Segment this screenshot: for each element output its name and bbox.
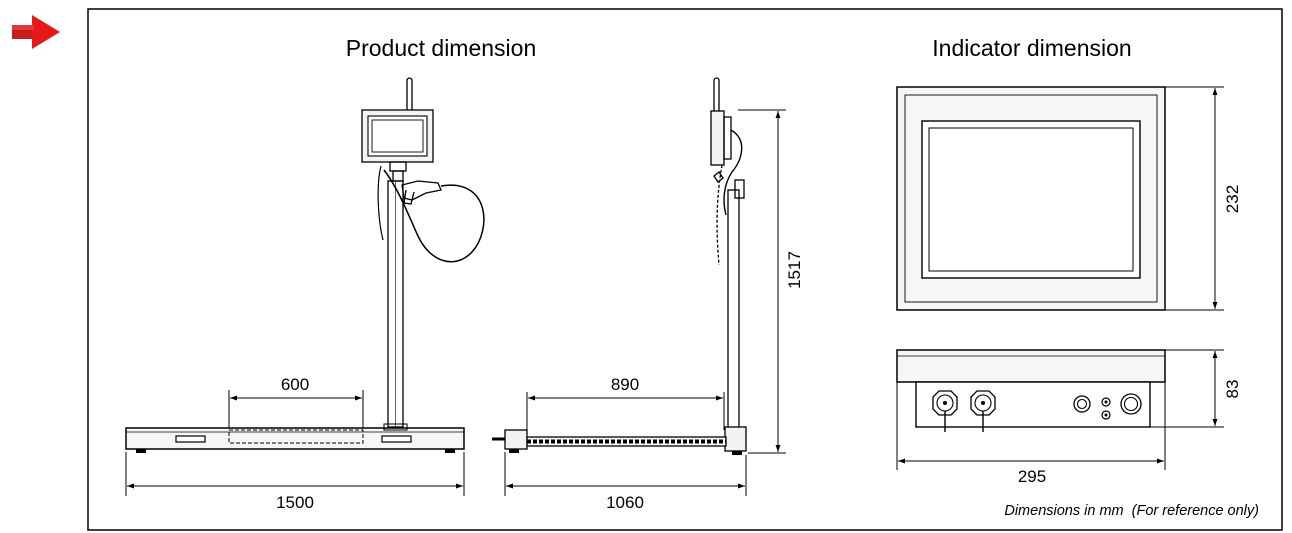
arrow-right-icon (12, 15, 60, 49)
vent-plug (1101, 397, 1111, 420)
indicator-width-value: 295 (1018, 467, 1046, 486)
dim-height: 1517 (738, 109, 804, 454)
connector-port (1073, 395, 1091, 413)
power-button (1120, 393, 1142, 415)
dim-load-area: 600 (228, 375, 364, 428)
platform-width-value: 1500 (276, 493, 314, 512)
cable-gland-2 (970, 390, 996, 432)
side-length-value: 1060 (606, 493, 644, 512)
product-dimension-title: Product dimension (346, 35, 537, 61)
drawing-frame (87, 8, 1283, 531)
indicator-depth-value: 83 (1223, 380, 1242, 399)
dim-platform-width: 1500 (125, 452, 465, 512)
indicator-bottom-view (896, 349, 1166, 432)
dim-side-length: 1060 (504, 452, 747, 512)
side-view (492, 77, 747, 455)
cable-gland-1 (932, 390, 958, 432)
height-value: 1517 (785, 251, 804, 289)
reference-note: Dimensions in mm (For reference only) (1004, 503, 1259, 519)
dim-indicator-width: 295 (896, 382, 1166, 486)
indicator-front-view (896, 86, 1166, 311)
dim-indicator-depth: 83 (1150, 349, 1242, 428)
indicator-dimension-title: Indicator dimension (932, 35, 1131, 61)
side-reach-value: 890 (611, 375, 639, 394)
load-area-value: 600 (281, 375, 309, 394)
dim-side-reach: 890 (526, 375, 725, 430)
dim-indicator-height: 232 (1165, 86, 1242, 311)
front-view (125, 77, 485, 453)
indicator-height-value: 232 (1223, 185, 1242, 213)
